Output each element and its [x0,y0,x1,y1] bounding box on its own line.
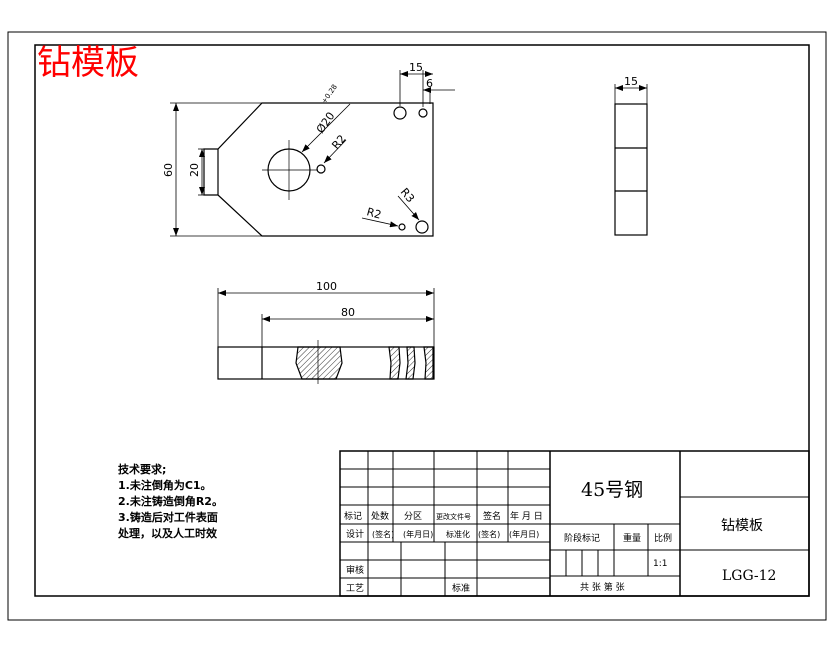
tb-design: 设计 [346,528,364,540]
tech-req-item-2: 2.未注铸造倒角R2。 [118,495,223,508]
small-hole-a [393,106,407,120]
tb-sign-fill: (签名) [372,529,394,539]
dim-side-thickness: 15 [624,75,638,88]
tb-doc-no: 更改文件号 [436,512,471,521]
section-bore [295,346,343,380]
tb-date: 年 月 日 [510,510,543,522]
tb-drawing-no: LGG-12 [722,568,776,584]
outer-frame [7,31,827,621]
dim-fillet-bottom: R2 [365,205,383,221]
tech-req-item-3: 3.铸造后对工件表面 [118,511,218,524]
title-block-labels: 标记 处数 分区 更改文件号 签名 年 月 日 设计 (签名) (年月日) 标准… [344,479,776,594]
tb-approve: 标准 [452,582,470,594]
technical-requirements: 技术要求; 1.未注倒角为C1。 2.未注铸造倒角R2。 3.铸造后对工件表面 … [118,462,223,542]
dim-length: 100 [316,280,337,293]
tb-sheets: 共 张 第 张 [580,581,625,593]
dim-slot: 20 [188,163,201,177]
tb-zone: 分区 [404,511,422,522]
tb-part-name: 钻模板 [721,518,763,534]
page-title: 钻模板 [37,43,139,83]
tech-req-item-4: 处理，以及人工时效 [118,527,217,540]
tb-weight: 重量 [623,532,641,544]
tb-review: 审核 [346,564,364,576]
dim-hole-offset: 6 [426,77,433,90]
dim-r3: R3 [398,186,417,206]
tech-req-heading: 技术要求; [118,463,167,476]
tb-sign-fill-2: (签名) [478,529,500,539]
dim-fillet-top: R2 [329,132,348,152]
tb-sign: 签名 [483,510,501,522]
tb-stage-mark: 阶段标记 [564,532,600,544]
bottom-dimensions [217,288,435,347]
dim-width-top: 15 [409,61,423,74]
small-hole-e [398,223,406,231]
small-hole-b [418,108,428,118]
tb-mark: 标记 [344,510,362,522]
dim-bore-tol: +0.28 [320,83,339,105]
front-view [203,102,434,237]
tb-material: 45号钢 [581,479,643,501]
tb-scale: 1:1 [653,559,667,569]
front-dimensions [170,70,455,237]
tb-craft: 工艺 [346,583,364,594]
tb-standardize: 标准化 [446,529,470,539]
small-hole-d [415,220,429,234]
section-hole-c [423,346,434,380]
side-dimensions [614,84,648,104]
dim-bore: Ø20 [314,110,338,136]
title-block [339,450,810,597]
section-hole-a [388,346,401,380]
tb-date-fill-2: (年月日) [509,529,539,539]
tech-req-item-1: 1.未注倒角为C1。 [118,479,212,492]
section-hole-b [405,346,416,380]
small-hole-c [316,164,326,174]
dim-height: 60 [162,163,175,177]
side-view [614,103,648,236]
tb-count: 处数 [371,510,389,522]
tb-ratio: 比例 [654,532,672,544]
bottom-view [217,340,435,384]
dim-inner: 80 [341,306,355,319]
tb-date-fill: (年月日) [403,529,433,539]
